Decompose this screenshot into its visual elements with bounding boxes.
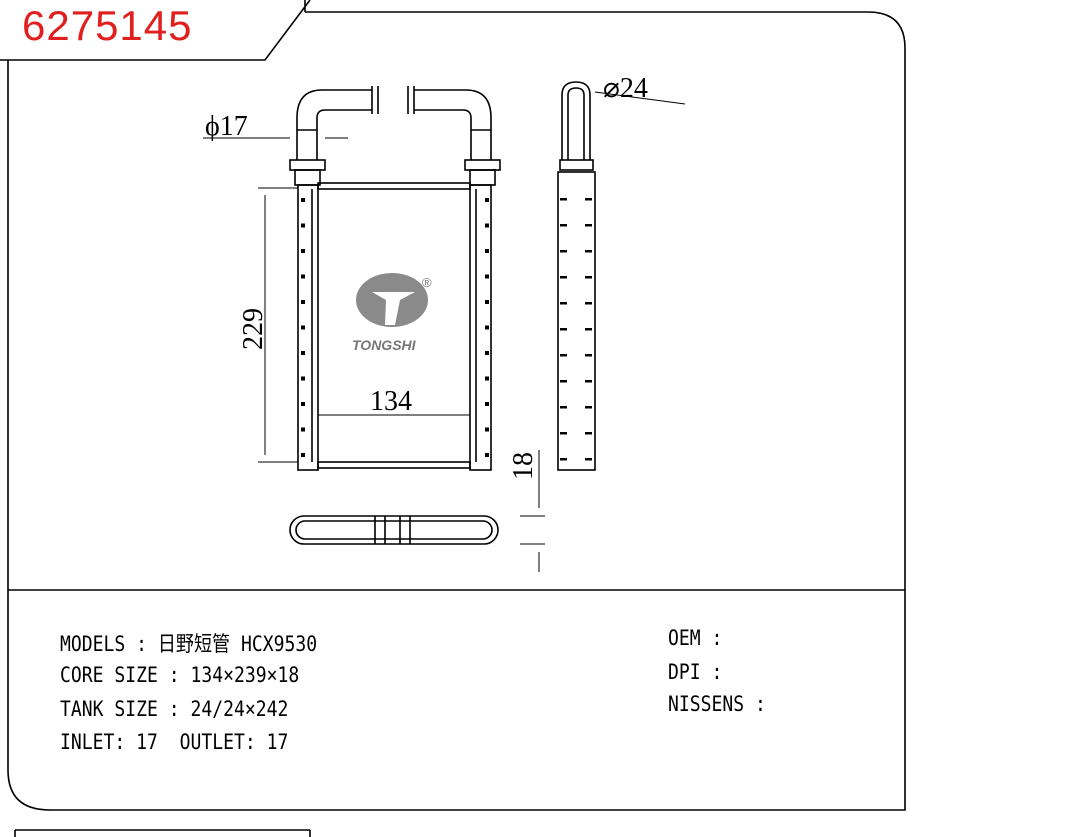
rivet-mark <box>485 249 489 253</box>
rivet-mark <box>560 328 567 331</box>
rivet-mark <box>485 427 489 432</box>
rivet-mark <box>585 302 592 305</box>
rivet-mark <box>485 402 489 406</box>
rivet-mark <box>560 198 567 201</box>
rivet-mark <box>485 325 489 330</box>
rivet-mark <box>560 276 567 279</box>
rivet-mark <box>301 274 305 279</box>
rivet-mark <box>301 427 305 432</box>
rivet-mark <box>585 406 592 409</box>
svg-text:TONGSHI: TONGSHI <box>352 337 417 353</box>
rivet-mark <box>560 380 567 383</box>
main-frame <box>7 11 906 811</box>
tank-diameter-label: ⌀24 <box>603 73 648 104</box>
rivet-mark <box>560 224 567 227</box>
rivet-mark <box>301 198 305 202</box>
rivet-mark <box>560 354 567 357</box>
rivet-mark <box>485 300 489 304</box>
rivet-mark <box>585 224 592 227</box>
tongshi-logo: TONGSHI ® <box>352 273 432 353</box>
svg-text:®: ® <box>422 275 432 290</box>
rivet-mark <box>560 432 567 435</box>
rivet-mark <box>560 302 567 305</box>
dimension-lines <box>203 91 686 572</box>
rivet-mark <box>485 198 489 202</box>
rivet-mark <box>301 402 305 406</box>
models-spec: MODELS : 日野短管 HCX9530 <box>60 632 318 656</box>
inlet-diameter-label: ϕ17 <box>205 111 248 142</box>
height-label: 229 <box>238 308 269 350</box>
bottom-view <box>289 515 499 545</box>
rivet-mark <box>485 453 489 457</box>
tank-size-spec: TANK SIZE : 24/24×242 <box>60 697 289 721</box>
front-view <box>289 86 501 471</box>
dpi-spec: DPI : <box>668 660 723 684</box>
rivet-mark <box>301 453 305 457</box>
rivet-mark <box>301 325 305 330</box>
rivet-mark <box>585 328 592 331</box>
rivet-mark <box>301 351 305 355</box>
rivet-mark <box>585 380 592 383</box>
rivet-mark <box>560 458 567 461</box>
rivet-mark <box>585 250 592 253</box>
rivet-mark <box>485 223 489 228</box>
inlet-outlet-spec: INLET: 17 OUTLET: 17 <box>60 730 289 754</box>
rivet-mark <box>585 354 592 357</box>
rivet-mark <box>485 351 489 355</box>
rivet-mark <box>585 458 592 461</box>
rivet-mark <box>301 249 305 253</box>
oem-spec: OEM : <box>668 626 723 650</box>
part-number: 6275145 <box>22 2 193 49</box>
rivet-mark <box>585 198 592 201</box>
nissens-spec: NISSENS : <box>668 692 766 716</box>
rivet-mark <box>301 300 305 304</box>
rivet-mark <box>560 406 567 409</box>
rivet-mark <box>301 376 305 381</box>
rivet-mark <box>485 274 489 279</box>
width-label: 134 <box>370 386 412 417</box>
core-size-spec: CORE SIZE : 134×239×18 <box>60 663 300 687</box>
rivet-mark <box>585 432 592 435</box>
rivet-mark <box>485 376 489 381</box>
depth-label: 18 <box>508 452 539 480</box>
side-view <box>557 81 596 471</box>
rivet-mark <box>301 223 305 228</box>
part-number-tab <box>0 0 311 61</box>
rivet-mark <box>560 250 567 253</box>
rivet-mark <box>585 276 592 279</box>
